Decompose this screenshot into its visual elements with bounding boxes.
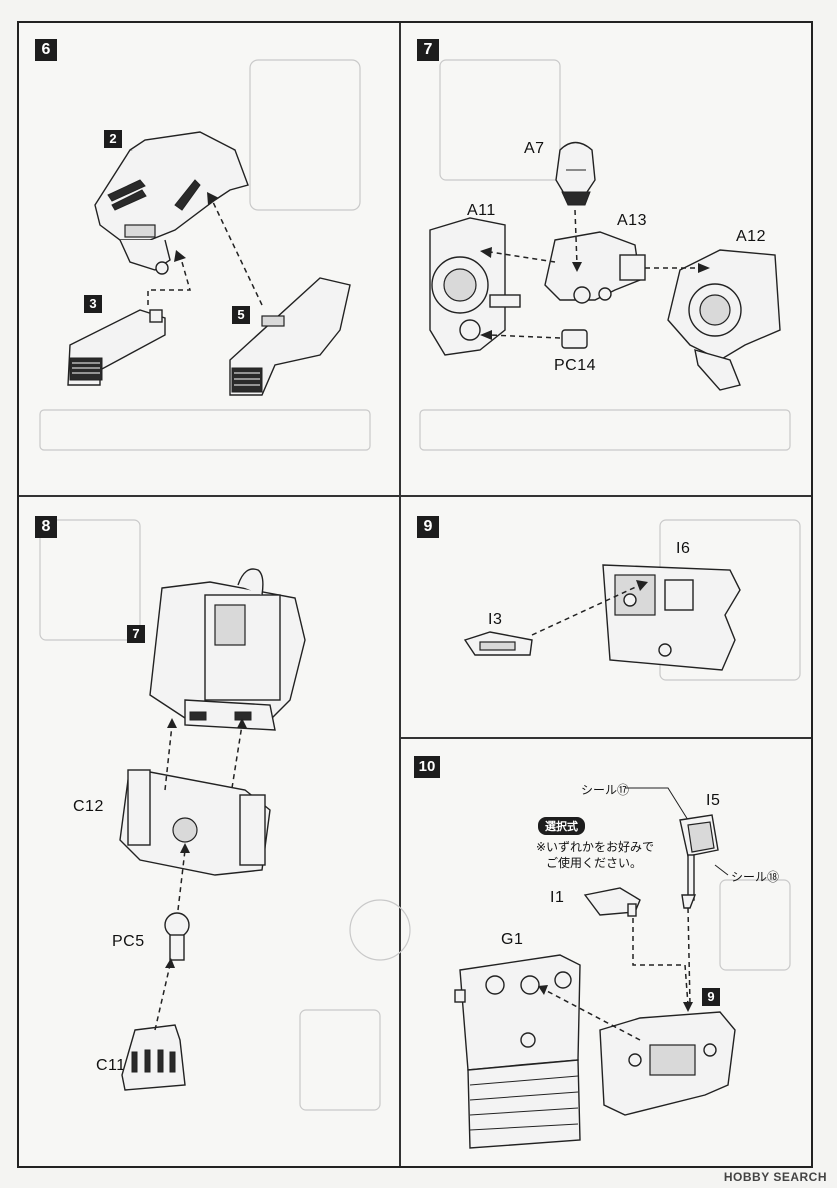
part-label-i1: I1 (550, 889, 565, 906)
step-number-9: 9 (417, 516, 439, 538)
note-line-1: ※いずれかをお好みで (536, 840, 655, 854)
selectable-badge: 選択式 (538, 817, 585, 835)
part-i1 (583, 887, 641, 917)
panel-divider-row1 (19, 495, 811, 497)
assembled-torso-block (149, 568, 306, 731)
part-c11 (121, 1024, 186, 1091)
seal-18-label: シール⑱ (731, 870, 780, 884)
part-label-c11: C11 (96, 1057, 126, 1074)
part-a13 (544, 231, 646, 304)
part-g1 (454, 954, 581, 1149)
ref-step-7: 7 (127, 625, 145, 643)
step-number-6: 6 (35, 39, 57, 61)
part-label-g1: G1 (501, 931, 524, 948)
part-label-a12: A12 (736, 228, 766, 245)
assembly-arrow (211, 199, 263, 306)
part-a7-head (555, 141, 596, 206)
part-label-i3: I3 (488, 611, 503, 628)
part-label-a13: A13 (617, 212, 647, 229)
part-i3 (463, 631, 533, 656)
part-label-a7: A7 (524, 140, 545, 157)
part-label-c12: C12 (73, 798, 104, 815)
part-c12 (119, 769, 271, 876)
part-label-pc14: PC14 (554, 357, 597, 374)
panel-divider-vertical (399, 23, 401, 1166)
step-number-8: 8 (35, 516, 57, 538)
watermark: HOBBY SEARCH (723, 1170, 827, 1184)
ref-step-5: 5 (232, 306, 250, 324)
part-a12 (667, 249, 781, 391)
part-label-i6: I6 (676, 540, 691, 557)
step-number-7: 7 (417, 39, 439, 61)
part-i5 (679, 814, 719, 909)
seal-17-label: シール⑰ (581, 783, 630, 797)
assembly-arrow (147, 254, 191, 305)
ref-step-9: 9 (702, 988, 720, 1006)
part-i6 (602, 564, 741, 671)
part-label-a11: A11 (467, 202, 496, 219)
panel-divider-step9 (399, 737, 811, 739)
part-3-shape (67, 309, 166, 386)
part-pc14 (561, 329, 588, 349)
part-label-i5: I5 (706, 792, 721, 809)
part-label-pc5: PC5 (112, 933, 145, 950)
ref-step-3: 3 (84, 295, 102, 313)
step-number-10: 10 (414, 756, 440, 778)
ref-step-2: 2 (104, 130, 122, 148)
head-shell-part (94, 131, 249, 275)
assembled-step9-part (599, 1011, 736, 1116)
note-line-2: ご使用ください。 (546, 856, 643, 870)
part-5-shape (229, 277, 351, 396)
part-pc5 (164, 912, 190, 961)
